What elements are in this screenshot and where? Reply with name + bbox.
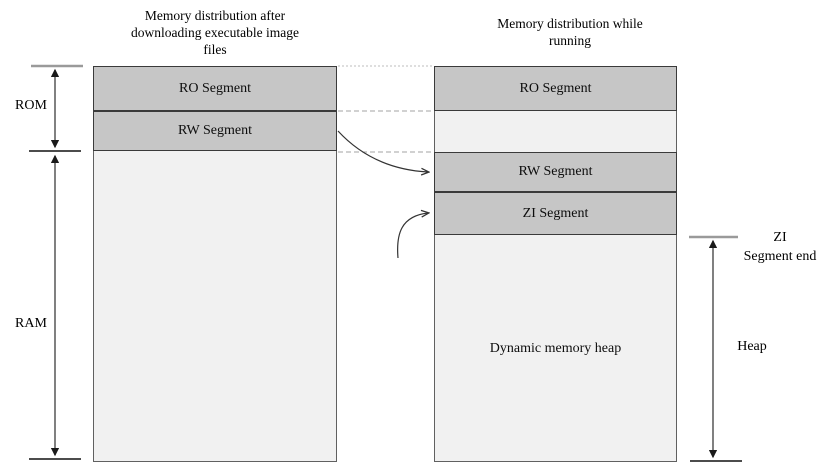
rw-relocation-arrow: [337, 130, 428, 172]
zi-segment-end-line2: Segment end: [743, 249, 817, 264]
dynamic-memory-heap-region: Dynamic memory heap: [434, 235, 677, 462]
rom-label: ROM: [15, 98, 47, 113]
left-column-title: Memory distribution after downloading ex…: [131, 8, 299, 57]
right-ro-segment: RO Segment: [434, 66, 677, 111]
zi-segment-end-line1: ZI: [773, 230, 787, 245]
left-ro-segment-label: RO Segment: [179, 80, 251, 96]
right-zi-segment-label: ZI Segment: [522, 205, 589, 221]
dynamic-memory-heap-label: Dynamic memory heap: [489, 340, 622, 356]
ram-label: RAM: [15, 316, 47, 331]
right-ro-segment-label: RO Segment: [519, 80, 592, 96]
right-column-title: Memory distribution while running: [497, 16, 643, 48]
left-ro-segment: RO Segment: [93, 66, 337, 111]
right-zi-segment: ZI Segment: [434, 192, 677, 235]
zi-creation-arrow: [397, 213, 428, 259]
heap-label: Heap: [737, 339, 767, 354]
zi-segment-end-label: ZI Segment end: [735, 228, 825, 266]
left-rw-segment: RW Segment: [93, 111, 337, 151]
left-rw-segment-label: RW Segment: [177, 123, 253, 138]
right-rw-segment-label: RW Segment: [518, 164, 593, 179]
right-rw-segment: RW Segment: [434, 152, 677, 192]
